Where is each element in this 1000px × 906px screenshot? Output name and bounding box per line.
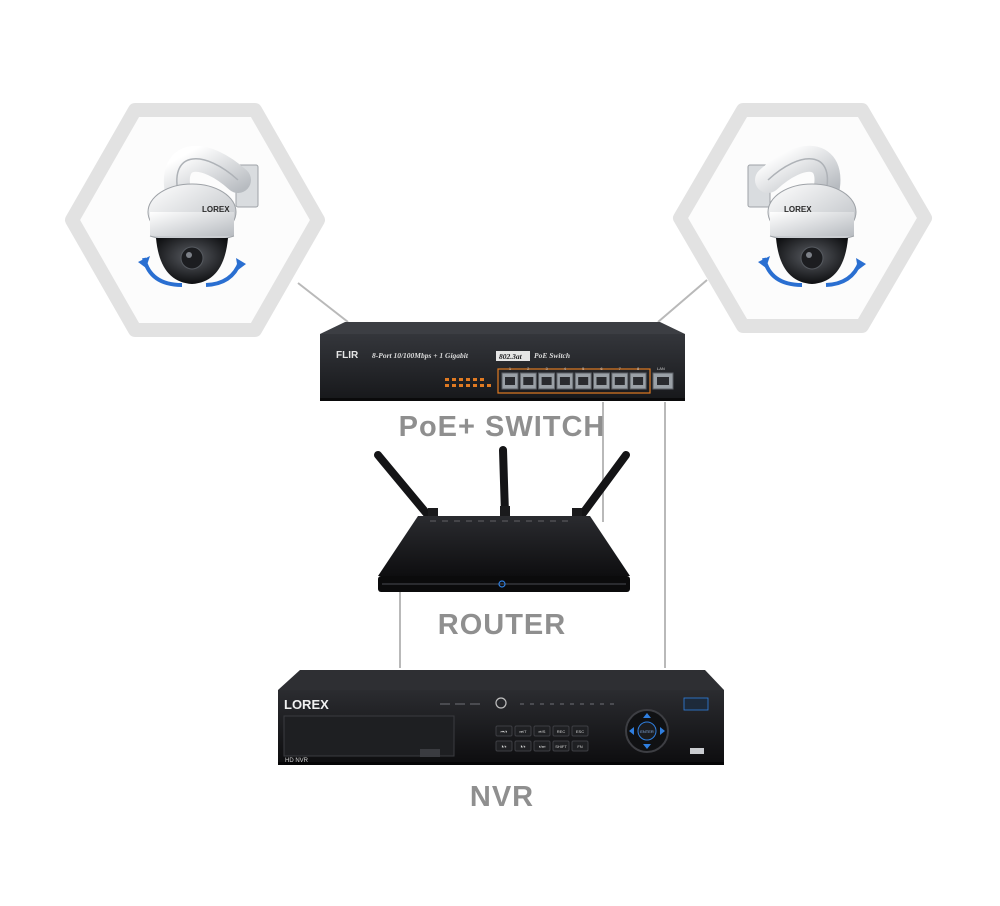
wire-camera-left-to-switch: [297, 282, 349, 323]
switch-port-number: 7: [619, 366, 622, 371]
antenna-left: [374, 451, 436, 524]
camera-right: LOREX: [673, 103, 932, 333]
switch-ports: [501, 372, 647, 390]
switch-port-socket-6: [596, 377, 607, 385]
nvr-button[interactable]: [571, 725, 589, 737]
nvr-button-label: ⏵/⏸: [501, 744, 506, 749]
nvr-navigation-pad[interactable]: ENTER: [625, 709, 669, 753]
ptz-camera-right-icon: LOREX: [747, 145, 866, 287]
nvr-button[interactable]: [533, 740, 551, 752]
antenna-center: [499, 446, 509, 518]
nvr-button[interactable]: [552, 740, 570, 752]
nvr-button[interactable]: [514, 740, 532, 752]
nvr-button[interactable]: [514, 725, 532, 737]
connection-wires: [297, 279, 708, 668]
switch-front-face: [320, 334, 685, 400]
wire-camera-right-to-switch: [657, 279, 708, 323]
poe-switch-device: FLIR 8-Port 10/100Mbps + 1 Gigabit 802.3…: [320, 322, 685, 401]
router-power-icon: [498, 580, 506, 588]
nvr-nav-center-label: ENTER: [640, 729, 654, 734]
nvr-button-label: REC: [557, 729, 566, 734]
router-top-face: [378, 516, 630, 576]
camera-right-brand: LOREX: [784, 205, 812, 214]
switch-uplink-label: LAN: [657, 366, 665, 371]
nvr-brand: LOREX: [284, 697, 329, 712]
switch-port-number: 1: [509, 366, 512, 371]
switch-status-leds: [445, 378, 491, 387]
switch-port-number: 8: [637, 366, 640, 371]
switch-port-number: 5: [582, 366, 585, 371]
router-antennas: [374, 446, 630, 524]
nvr-button-label: ⏯/S: [539, 729, 546, 734]
nvr-button-label: ESC: [576, 729, 584, 734]
nvr-usb-port: [690, 748, 704, 754]
router-device: [374, 446, 630, 592]
switch-port-number: 4: [564, 366, 567, 371]
nvr-button-panel: ⏮/⏸ ⏭/T ⏯/S REC ESC ⏵/⏸ ⏵/⏸ ⏸/⏭ SHIFT FN: [495, 725, 589, 752]
switch-model-text: 8-Port 10/100Mbps + 1 Gigabit: [372, 351, 469, 360]
ptz-camera-left-icon: LOREX: [138, 145, 259, 287]
nvr-button-label: ⏭/T: [519, 729, 527, 734]
switch-brand: FLIR: [336, 350, 359, 361]
switch-port-socket-1: [505, 377, 515, 385]
switch-standard-badge: 802.3at: [499, 352, 523, 361]
switch-top-face: [320, 322, 685, 334]
nvr-button-label: ⏸/⏭: [539, 744, 546, 749]
switch-port-socket-7: [614, 377, 625, 385]
nvr-button[interactable]: [571, 740, 589, 752]
switch-port-number: 6: [600, 366, 603, 371]
nvr-model-label: HD NVR: [285, 758, 309, 764]
switch-port-panel: [497, 368, 651, 394]
switch-port-socket-3: [541, 377, 552, 385]
nvr-button[interactable]: [533, 725, 551, 737]
nvr-button[interactable]: [495, 740, 513, 752]
switch-port-socket-4: [559, 377, 570, 385]
antenna-right: [574, 451, 630, 524]
nvr-label: NVR: [470, 781, 534, 813]
nvr-button-label: ⏵/⏸: [520, 744, 525, 749]
nvr-button-label: ⏮/⏸: [501, 729, 508, 734]
nvr-device: LOREX HD NVR ⏮/⏸ ⏭/T ⏯/S REC ESC ⏵/⏸ ⏵/⏸ ⏸/⏭ SHI…: [278, 670, 724, 765]
switch-port-numbers: 1 2 3 4 5 6 7 8: [509, 366, 640, 371]
router-label: ROUTER: [438, 609, 566, 641]
switch-port-socket-8: [633, 377, 644, 385]
switch-port-number: 3: [545, 366, 548, 371]
switch-port-number: 2: [527, 366, 530, 371]
camera-left-brand: LOREX: [202, 205, 230, 214]
switch-suffix: PoE Switch: [534, 351, 570, 360]
nvr-top-face: [278, 670, 724, 690]
nvr-status-icon: [495, 697, 507, 709]
switch-label: PoE+ SWITCH: [399, 411, 606, 443]
switch-port-socket-5: [578, 377, 589, 385]
switch-port-socket-2: [523, 377, 534, 385]
camera-left: LOREX: [65, 103, 325, 337]
nvr-button-label: FN: [577, 744, 582, 749]
nvr-button[interactable]: [495, 725, 513, 737]
nvr-button-label: SHIFT: [555, 744, 567, 749]
nvr-button[interactable]: [552, 725, 570, 737]
